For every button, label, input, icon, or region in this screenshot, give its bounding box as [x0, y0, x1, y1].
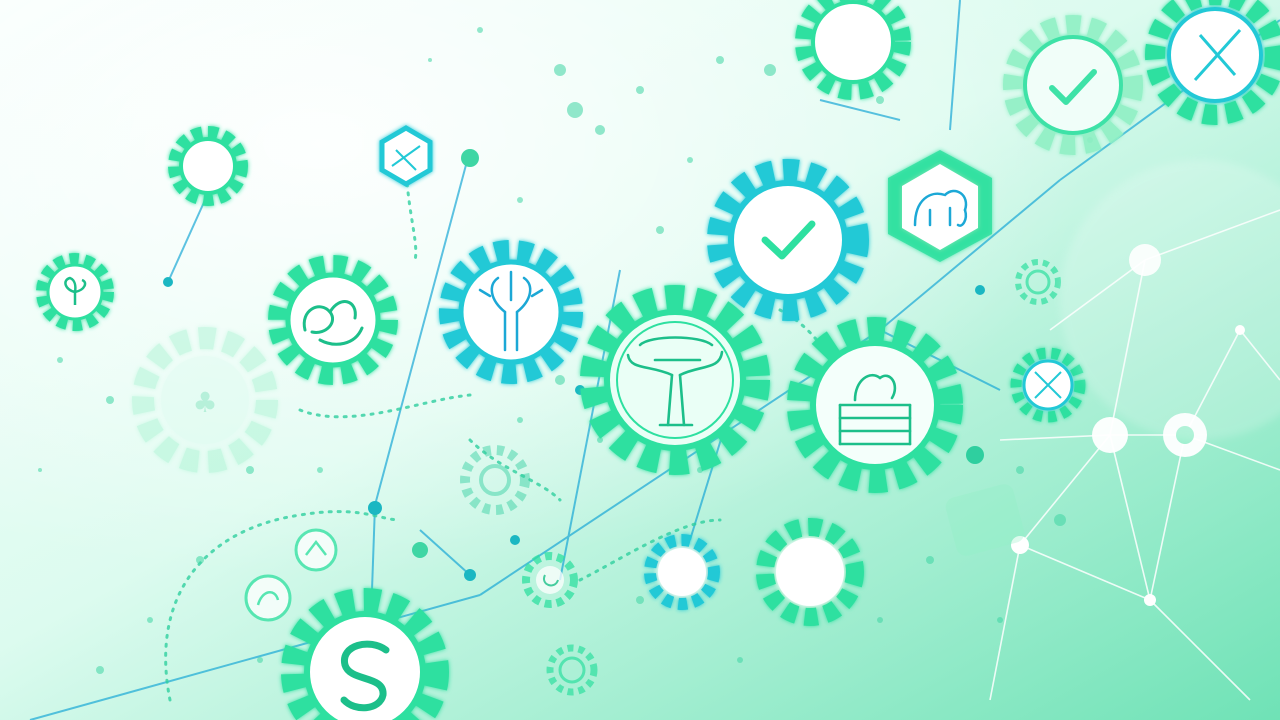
elephant-icon	[913, 189, 968, 227]
gear-badge-tree-roots	[580, 285, 770, 475]
tree-roots-icon	[626, 336, 724, 427]
gear-badge-checkmark	[707, 159, 869, 321]
gear-badge-top-right	[1145, 0, 1280, 125]
gear-badge-coins	[787, 317, 963, 493]
leaf-icon	[1193, 28, 1242, 82]
checkmark-icon	[1049, 69, 1097, 105]
gear-ring-top	[795, 0, 911, 100]
leaf-icon	[391, 145, 421, 171]
gear-small-right-top	[1015, 259, 1061, 305]
svg-text:♣: ♣	[192, 386, 217, 419]
gear-badge-sprout	[36, 253, 114, 331]
gear-badge-tree	[439, 240, 583, 384]
network-node-icon	[1011, 536, 1029, 554]
faded-gear: ♣	[132, 327, 278, 473]
tree-icon	[478, 270, 544, 352]
gear-badge-recycle	[281, 588, 449, 720]
faded-gear	[945, 484, 1025, 556]
gear-ring	[168, 126, 248, 206]
gear-small-bottom	[522, 552, 578, 608]
hexagon-badge	[379, 125, 433, 187]
hexagon-badge-elephant	[888, 150, 992, 262]
gear-ring-bottom-teal	[644, 534, 720, 610]
faded-gear	[460, 445, 530, 515]
network-node-icon	[1144, 594, 1156, 606]
badge-small-left-2	[244, 574, 292, 622]
light-bloom	[1060, 160, 1280, 440]
sprout-icon	[64, 276, 87, 305]
gear-badge-check-top	[1003, 15, 1143, 155]
connector-dots	[163, 149, 985, 581]
gear-ring-icon	[179, 137, 237, 195]
network-node-icon	[1092, 417, 1128, 453]
recycle-s-icon	[340, 640, 390, 712]
gear-small-right	[1010, 347, 1086, 423]
swan-icon	[302, 300, 364, 346]
badge-small-left	[294, 528, 338, 572]
checkmark-icon	[761, 220, 816, 260]
gear-small-bottom-2	[546, 644, 598, 696]
stacked-coins-icon	[838, 373, 912, 446]
gear-ring-bottom-green	[756, 518, 864, 626]
gear-badge-swan	[268, 255, 398, 385]
